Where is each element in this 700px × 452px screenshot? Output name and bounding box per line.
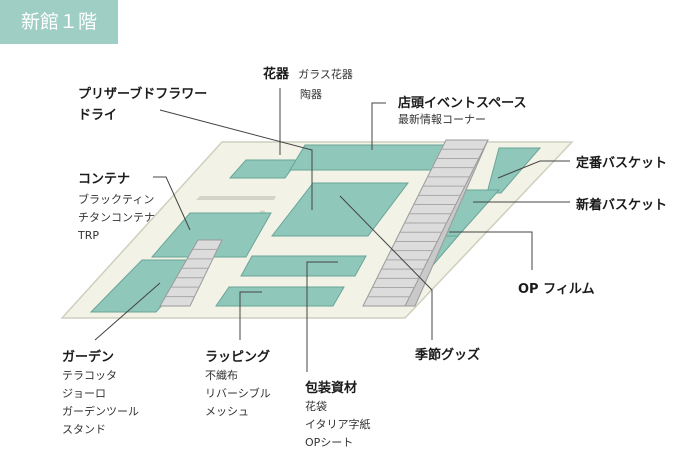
label-garden-item-2: ジョーロ — [62, 387, 106, 400]
label-container-item-3: TRP — [78, 229, 99, 242]
label-garden-item-1: テラコッタ — [62, 369, 117, 382]
staircase-left — [159, 239, 223, 307]
label-container: コンテナ ブラックティン チタンコンテナ TRP — [78, 168, 155, 245]
staircase-right-treads — [367, 148, 484, 298]
label-preserved-line-2: ドライ — [78, 108, 118, 123]
aisle-stripe — [196, 196, 276, 200]
label-container-item-2: チタンコンテナ — [78, 211, 155, 224]
label-kaki-item-2: 陶器 — [300, 88, 322, 101]
area-preserved-flower[interactable] — [270, 182, 410, 237]
staircase-left-treads — [165, 248, 218, 298]
leader-garden — [94, 282, 161, 341]
staircase-right — [362, 139, 489, 307]
label-shinchaku-basket: 新着バスケット — [576, 198, 668, 213]
label-kaki-title: 花器 — [263, 67, 290, 82]
leader-teiban-basket — [497, 160, 570, 179]
leader-container — [153, 176, 191, 231]
label-packaging: 包装資材 花袋 イタリア字紙 OPシート — [305, 377, 371, 452]
label-garden: ガーデン テラコッタ ジョーロ ガーデンツール スタンド — [62, 346, 139, 439]
staircase-left-steps — [159, 239, 223, 307]
area-kaki[interactable] — [228, 159, 299, 179]
label-event-item-1: 最新情報コーナー — [398, 113, 486, 126]
label-teiban-basket: 定番バスケット — [576, 156, 668, 171]
label-kisetsu: 季節グッズ — [415, 348, 481, 363]
label-op-film: OP フィルム — [518, 282, 595, 297]
label-wrapping-item-2: リバーシブル — [205, 387, 271, 400]
leader-preserved-flower — [159, 109, 313, 210]
area-packaging[interactable] — [215, 286, 345, 307]
label-packaging-item-1: 花袋 — [305, 400, 327, 413]
label-packaging-item-2: イタリア字紙 — [305, 418, 371, 431]
label-wrapping: ラッピング 不織布 リバーシブル メッシュ — [205, 346, 271, 421]
label-event-space: 店頭イベントスペース 最新情報コーナー — [398, 92, 526, 129]
label-wrapping-item-1: 不織布 — [205, 369, 238, 382]
area-teiban-basket[interactable] — [486, 147, 542, 194]
leader-op-film — [449, 231, 533, 270]
label-container-item-1: ブラックティン — [78, 193, 155, 206]
leader-packaging — [306, 261, 338, 372]
area-container[interactable] — [150, 212, 272, 258]
label-wrapping-title: ラッピング — [205, 350, 271, 365]
label-preserved-flower: プリザーブドフラワー ドライ — [78, 84, 207, 126]
leader-event-space — [371, 102, 386, 150]
area-garden[interactable] — [89, 259, 205, 313]
area-event-space[interactable] — [289, 144, 449, 171]
label-garden-item-4: スタンド — [62, 423, 106, 436]
label-kaki-item-1: ガラス花器 — [298, 68, 353, 81]
leader-kisetsu — [339, 195, 433, 340]
leader-wrapping — [239, 291, 262, 340]
label-packaging-title: 包装資材 — [305, 381, 358, 396]
label-container-title: コンテナ — [78, 172, 131, 187]
label-kaki: 花器 ガラス花器 — [263, 63, 353, 84]
label-garden-title: ガーデン — [62, 350, 115, 365]
area-wrapping[interactable] — [240, 255, 367, 277]
label-event-title: 店頭イベントスペース — [398, 96, 527, 111]
label-garden-item-3: ガーデンツール — [62, 405, 139, 418]
label-packaging-item-3: OPシート — [305, 436, 354, 449]
floor-title: 新館１階 — [0, 0, 118, 44]
label-preserved-line-1: プリザーブドフラワー — [78, 87, 208, 102]
label-wrapping-item-3: メッシュ — [205, 405, 249, 418]
